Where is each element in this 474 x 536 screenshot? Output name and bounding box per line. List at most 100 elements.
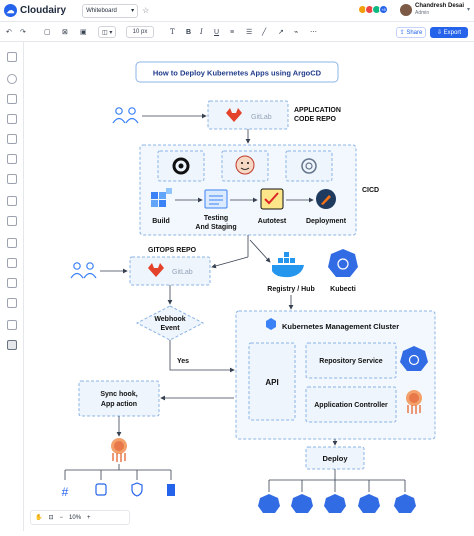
autotest-step[interactable]: Autotest: [258, 188, 287, 225]
mindmap-tool-icon[interactable]: [7, 196, 17, 206]
user-menu[interactable]: Chandresh Desai Admin ▾: [400, 3, 470, 16]
hand-tool-icon[interactable]: ✋: [35, 515, 43, 521]
image-tool-icon[interactable]: [7, 174, 17, 184]
border-icon[interactable]: ▣: [80, 29, 87, 36]
shield-icon: [131, 482, 143, 497]
text-tool-icon[interactable]: [7, 134, 17, 144]
build-step[interactable]: Build: [151, 188, 172, 225]
arrow-style-icon[interactable]: ↗: [278, 29, 284, 36]
underline-icon[interactable]: U: [214, 28, 220, 36]
autotest-label: Autotest: [258, 218, 287, 225]
users-icon: [70, 262, 97, 279]
link-icon[interactable]: ⌁: [294, 29, 299, 36]
docker-registry-node[interactable]: Registry / Hub: [267, 252, 315, 293]
deploy-node[interactable]: Deploy: [305, 446, 365, 470]
code-tool-icon[interactable]: [7, 258, 17, 268]
export-button[interactable]: ⇩ Export: [430, 27, 468, 38]
jenkins-icon: [235, 155, 255, 175]
sync-hook-node[interactable]: Sync hook, App action: [78, 380, 160, 417]
more-tools-icon[interactable]: [7, 340, 17, 350]
document-mode-select[interactable]: Whiteboard ▾: [82, 3, 139, 18]
star-icon[interactable]: ☆: [142, 6, 150, 15]
kubernetes-icon: [258, 494, 280, 513]
gitlab-label: GitLab: [172, 269, 193, 276]
document-icon: [167, 484, 175, 496]
architecture-diagram: How to Deploy Kubernetes Apps using Argo…: [62, 61, 436, 513]
registry-label: Registry / Hub: [267, 286, 314, 293]
app-logo[interactable]: ☁ Cloudairy: [4, 4, 66, 17]
document-tool-icon[interactable]: [7, 238, 17, 248]
text-color-icon[interactable]: T: [170, 28, 175, 36]
testing-icon: [204, 189, 228, 209]
table-tool-icon[interactable]: [7, 216, 17, 226]
shapes-tool-icon[interactable]: [7, 74, 17, 84]
k8s-cluster-label: Kubernetes Management Cluster: [282, 322, 399, 331]
share-button[interactable]: ⇪ Share: [396, 27, 426, 38]
cloudairy-logo-icon: ☁: [4, 4, 17, 17]
kubernetes-icon: [400, 346, 428, 371]
more-icon[interactable]: ⋯: [310, 29, 317, 36]
jenkins-tile[interactable]: [221, 150, 269, 182]
deployment-step[interactable]: Deployment: [306, 189, 347, 225]
repo-service-label: Repository Service: [319, 358, 383, 365]
left-sidebar: [0, 42, 24, 531]
fit-screen-icon[interactable]: ⊡: [48, 515, 54, 521]
kubernetes-icon: [394, 494, 416, 513]
gitops-repo-label: GITOPS REPO: [148, 247, 197, 254]
link-tool-icon[interactable]: [7, 278, 17, 288]
api-node[interactable]: API: [248, 342, 296, 421]
gitlab-app-repo-node[interactable]: GitLab: [207, 100, 289, 130]
gitlab-gitops-repo-node[interactable]: GitLab: [129, 256, 211, 286]
app-repo-label-line1: APPLICATION: [294, 107, 341, 114]
circleci-tile[interactable]: [157, 150, 205, 182]
app-name: Cloudairy: [20, 5, 67, 16]
shape-style-select[interactable]: ◫ ▾: [98, 26, 117, 38]
list-icon[interactable]: ☰: [246, 29, 253, 36]
user-name: Chandresh Desai: [415, 3, 465, 9]
italic-icon[interactable]: I: [200, 28, 203, 36]
kubecti-node[interactable]: Kubecti: [328, 249, 358, 293]
whiteboard-canvas[interactable]: How to Deploy Kubernetes Apps using Argo…: [25, 42, 474, 531]
zoom-out-icon[interactable]: −: [59, 514, 64, 521]
diagram-title-box[interactable]: How to Deploy Kubernetes Apps using Argo…: [135, 61, 339, 83]
argo-octopus-icon: [406, 390, 422, 414]
top-bar: ☁ Cloudairy Whiteboard ▾ ☆ +8 Chandresh …: [0, 0, 474, 22]
notification-icon: [95, 483, 107, 496]
pen-tool-icon[interactable]: [7, 154, 17, 164]
webhook-event-decision[interactable]: Webhook Event: [135, 305, 205, 341]
collaborators[interactable]: +8: [358, 5, 388, 14]
template-tool-icon[interactable]: [7, 320, 17, 330]
testing-step[interactable]: Testing And Staging: [195, 189, 237, 231]
connector-tool-icon[interactable]: [7, 94, 17, 104]
share-icon: ⇪: [399, 30, 407, 36]
frame-tool-icon[interactable]: [7, 52, 17, 62]
repository-service-node[interactable]: Repository Service: [305, 342, 397, 379]
docker-icon: [272, 265, 304, 278]
bold-icon[interactable]: B: [186, 28, 192, 36]
diagram-title: How to Deploy Kubernetes Apps using Argo…: [153, 69, 322, 78]
user-role: Admin: [415, 10, 430, 16]
export-icon: ⇩: [436, 30, 444, 36]
sync-label-line2: App action: [101, 401, 137, 408]
undo-icon[interactable]: ↶: [6, 29, 12, 36]
document-mode-label: Whiteboard: [86, 7, 117, 14]
build-label: Build: [152, 218, 170, 225]
webhook-label-line1: Webhook: [154, 316, 185, 323]
redo-icon[interactable]: ↷: [20, 29, 26, 36]
pipeline-icon: [301, 158, 317, 174]
kubernetes-icon: [328, 249, 358, 277]
kubernetes-icon: [291, 494, 313, 513]
spinnaker-tile[interactable]: [285, 150, 333, 182]
zoom-in-icon[interactable]: +: [87, 514, 91, 521]
sticky-note-tool-icon[interactable]: [7, 114, 17, 124]
line-style-icon[interactable]: ╱: [262, 29, 267, 36]
kubernetes-icon: [358, 494, 380, 513]
embed-tool-icon[interactable]: [7, 298, 17, 308]
rectangle-icon[interactable]: ▢: [44, 29, 51, 36]
align-icon[interactable]: ≡: [230, 28, 235, 36]
fill-icon[interactable]: ⊠: [62, 29, 68, 36]
zoom-level[interactable]: 10%: [69, 514, 82, 521]
application-controller-node[interactable]: Application Controller: [305, 386, 397, 423]
kubernetes-icon: [324, 494, 346, 513]
font-size-input[interactable]: 10 px: [126, 26, 154, 38]
